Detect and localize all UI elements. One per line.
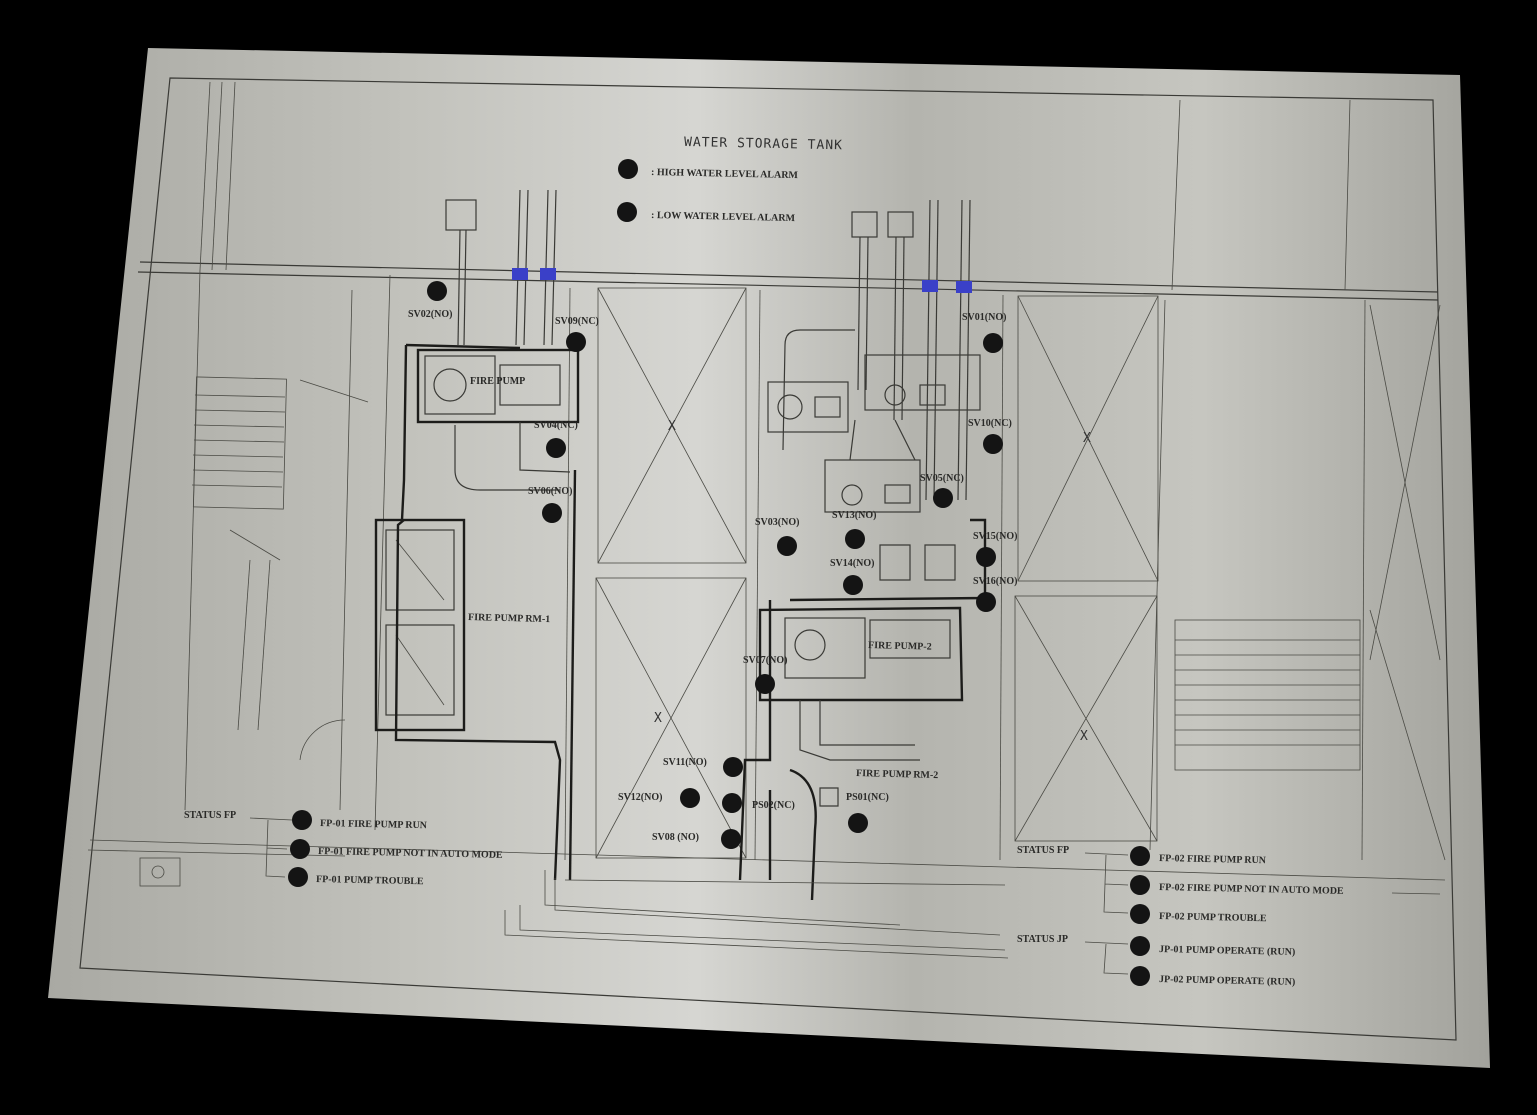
valve-indicator-sv05 [933, 488, 953, 508]
fire-pump-2-label: FIRE PUMP-2 [868, 640, 932, 653]
fire-pump-1-label: FIRE PUMP [470, 376, 525, 387]
valve-blue-1 [512, 268, 528, 280]
valve-indicator-sv02 [427, 281, 447, 301]
lower-boundary-line [89, 839, 1446, 881]
status-left-led-3 [288, 867, 308, 887]
status-left-heading: STATUS FP [184, 810, 236, 821]
high-water-alarm-indicator [618, 159, 638, 179]
valve-indicator-sv07 [755, 674, 775, 694]
valve-indicator-sv01 [983, 333, 1003, 353]
status-right-jp-heading: STATUS JP [1017, 934, 1068, 945]
status-left-item-3: FP-01 PUMP TROUBLE [316, 874, 424, 887]
valve-indicators [427, 281, 1003, 849]
stainless-plate [48, 48, 1490, 1068]
fire-pump-room-2-label: FIRE PUMP RM-2 [856, 768, 938, 781]
valve-label-sv08: SV08 (NO) [652, 832, 699, 843]
tank-compartments [564, 287, 1159, 861]
low-water-alarm-indicator [617, 202, 637, 222]
valve-blue-3 [922, 280, 938, 292]
status-right-jp-item-1: JP-01 PUMP OPERATE (RUN) [1159, 944, 1295, 958]
valve-blue-4 [956, 281, 972, 293]
status-right-fp-led-3 [1130, 904, 1150, 924]
valve-label-ps02: PS02(NC) [752, 800, 795, 811]
valve-indicator-sv03 [777, 536, 797, 556]
valve-label-sv10: SV10(NC) [968, 418, 1012, 429]
left-wall [184, 81, 391, 831]
drain-piping [504, 870, 1009, 959]
valve-label-sv01: SV01(NO) [962, 312, 1006, 323]
valve-label-sv05: SV05(NC) [920, 473, 964, 484]
right-staircase [1149, 99, 1446, 861]
valve-label-sv02: SV02(NO) [408, 309, 452, 320]
pump-room-1-piping [374, 189, 580, 881]
upper-boundary-line [139, 261, 1439, 293]
valve-indicator-ps02 [722, 793, 742, 813]
valve-label-sv13: SV13(NO) [832, 510, 876, 521]
fire-pump-room-1-label: FIRE PUMP RM-1 [468, 612, 550, 625]
valve-indicator-sv08 [721, 829, 741, 849]
tank-x-label-1: X [668, 419, 677, 434]
valve-label-sv04: SV04(NC) [534, 420, 578, 431]
status-block-right-fp: STATUS FP FP-02 FIRE PUMP RUN FP-02 FIRE… [1017, 845, 1441, 924]
valve-label-ps01: PS01(NC) [846, 792, 889, 803]
status-right-fp-item-2: FP-02 FIRE PUMP NOT IN AUTO MODE [1159, 882, 1344, 897]
status-right-jp-led-1 [1130, 936, 1150, 956]
status-block-left: STATUS FP FP-01 FIRE PUMP RUN FP-01 FIRE… [184, 810, 503, 887]
valve-label-sv12: SV12(NO) [618, 792, 662, 803]
valve-indicator-sv06 [542, 503, 562, 523]
valve-label-sv09: SV09(NC) [555, 316, 599, 327]
status-right-jp-led-2 [1130, 966, 1150, 986]
valve-label-sv03: SV03(NO) [755, 517, 799, 528]
status-block-right-jp: STATUS JP JP-01 PUMP OPERATE (RUN) JP-02… [1017, 934, 1295, 988]
valve-labels: SV02(NO) SV09(NC) SV04(NC) SV06(NO) SV01… [408, 309, 1017, 843]
valve-label-sv16: SV16(NO) [973, 576, 1017, 587]
valve-label-sv15: SV15(NO) [973, 531, 1017, 542]
drawing-frame [79, 77, 1457, 1041]
valve-indicator-sv15 [976, 547, 996, 567]
status-left-led-1 [292, 810, 312, 830]
status-right-fp-led-2 [1130, 875, 1150, 895]
status-right-fp-led-1 [1130, 846, 1150, 866]
status-left-item-1: FP-01 FIRE PUMP RUN [320, 818, 428, 831]
status-right-fp-item-3: FP-02 PUMP TROUBLE [1159, 911, 1267, 924]
high-water-alarm-label: : HIGH WATER LEVEL ALARM [651, 167, 799, 181]
tank-x-label-3: X [1083, 431, 1092, 446]
valve-indicator-sv04 [546, 438, 566, 458]
left-staircase [191, 376, 369, 761]
status-right-fp-heading: STATUS FP [1017, 845, 1069, 856]
status-left-item-2: FP-01 FIRE PUMP NOT IN AUTO MODE [318, 846, 503, 861]
tank-x-label-2: X [654, 711, 663, 726]
valve-indicator-ps01 [848, 813, 868, 833]
tank-x-label-4: X [1080, 729, 1089, 744]
valve-indicator-sv14 [843, 575, 863, 595]
valve-indicator-sv12 [680, 788, 700, 808]
valve-indicator-sv10 [983, 434, 1003, 454]
status-right-fp-item-1: FP-02 FIRE PUMP RUN [1159, 853, 1267, 866]
valve-label-sv11: SV11(NO) [663, 757, 707, 768]
valve-indicator-sv09 [566, 332, 586, 352]
valve-indicator-sv11 [723, 757, 743, 777]
valve-label-sv06: SV06(NO) [528, 486, 572, 497]
valve-blue-2 [540, 268, 556, 280]
upper-boundary-line-2 [137, 271, 1439, 301]
valve-label-sv07: SV07(NO) [743, 655, 787, 666]
low-water-alarm-label: : LOW WATER LEVEL ALARM [651, 210, 796, 224]
valve-indicator-sv16 [976, 592, 996, 612]
status-right-jp-item-2: JP-02 PUMP OPERATE (RUN) [1159, 974, 1295, 988]
status-left-led-2 [290, 839, 310, 859]
page-title: WATER STORAGE TANK [684, 135, 843, 153]
valve-label-sv14: SV14(NO) [830, 558, 874, 569]
valve-indicator-sv13 [845, 529, 865, 549]
